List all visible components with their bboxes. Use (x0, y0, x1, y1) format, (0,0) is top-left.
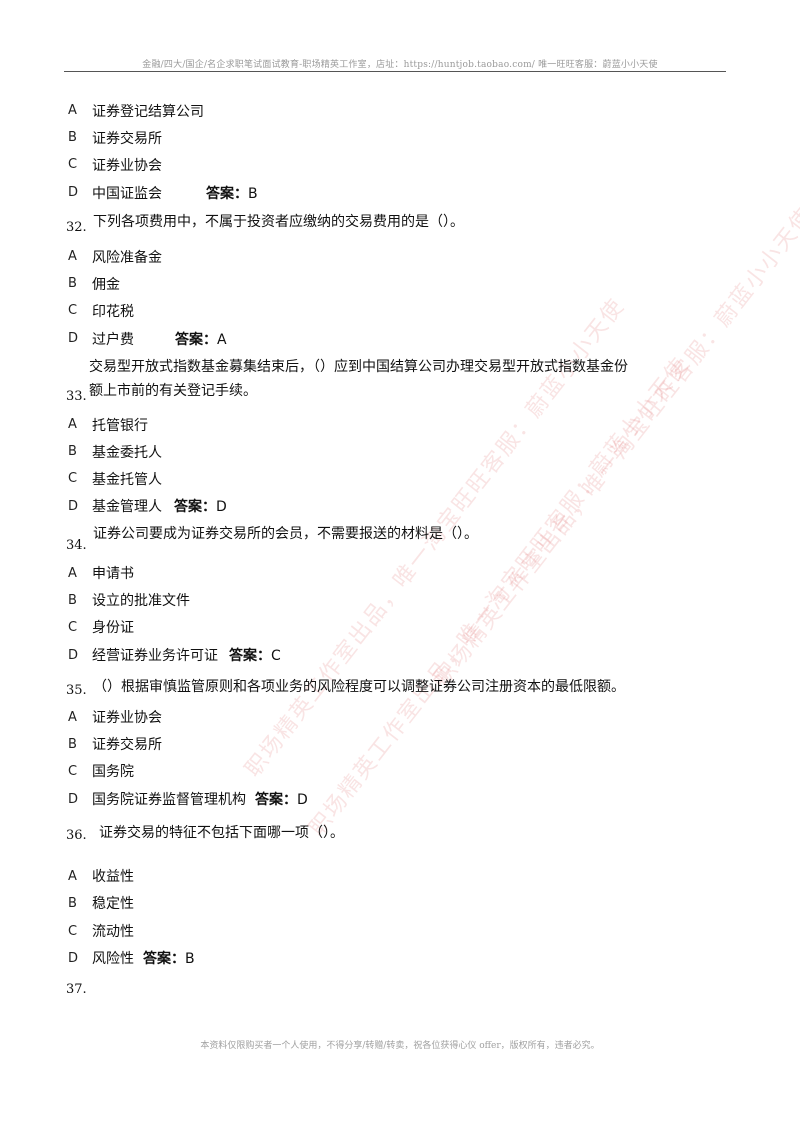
option-letter: C (68, 303, 78, 318)
option-text: 稳定性 (92, 896, 134, 912)
question-number: 35. (66, 683, 87, 698)
option-letter: C (68, 764, 78, 779)
option-text: 基金委托人 (92, 445, 162, 461)
answer-value: D (297, 792, 308, 808)
option-letter: B (68, 444, 77, 459)
option-letter: B (68, 593, 77, 608)
option-text: 证券登记结算公司 (92, 104, 204, 120)
answer: 答案：C (229, 645, 281, 665)
question-number: 33. (66, 389, 87, 404)
option-text: 设立的批准文件 (92, 593, 190, 609)
option-letter: D (68, 185, 79, 200)
answer: 答案：B (143, 948, 195, 968)
answer-value: B (248, 186, 258, 202)
question-text: 证券公司要成为证券交易所的会员，不需要报送的材料是（）。 (93, 526, 478, 542)
answer-label: 答案： (255, 792, 297, 808)
option-letter: D (68, 648, 79, 663)
option-text: 过户费 (92, 332, 134, 348)
option-text: 收益性 (92, 869, 134, 885)
answer-value: A (217, 332, 227, 348)
page-header: 金融/四大/国企/名企求职笔试面试教育-职场精英工作室，店址：https://h… (142, 60, 658, 70)
option-letter: C (68, 471, 78, 486)
option-text: 基金托管人 (92, 472, 162, 488)
page-footer: 本资料仅限购买者一个人使用，不得分享/转赠/转卖，祝各位获得心仪 offer，版… (200, 1041, 600, 1051)
option-letter: B (68, 130, 77, 145)
question-text: 下列各项费用中，不属于投资者应缴纳的交易费用的是（）。 (93, 214, 464, 230)
option-text: 中国证监会 (92, 186, 162, 202)
option-letter: A (68, 869, 77, 884)
answer-label: 答案： (143, 951, 185, 967)
option-text: 风险准备金 (92, 250, 162, 266)
option-letter: A (68, 417, 77, 432)
option-text: 流动性 (92, 924, 134, 940)
option-letter: C (68, 157, 78, 172)
option-text: 风险性 (92, 951, 134, 967)
answer-label: 答案： (174, 499, 216, 515)
question-number: 37. (66, 982, 87, 997)
option-text: 证券交易所 (92, 131, 162, 147)
option-letter: A (68, 103, 77, 118)
watermark-line: 职场精英工作室出品，唯一淘宝旺旺客服：蔚蓝小小天使 (429, 202, 800, 692)
question-text-line2: 额上市前的有关登记手续。 (89, 383, 257, 399)
option-letter: A (68, 710, 77, 725)
question-number: 36. (66, 828, 87, 843)
option-letter: B (68, 896, 77, 911)
answer-value: D (216, 499, 227, 515)
watermark-line: 职场精英工作室出品，唯一淘宝旺旺客服：蔚蓝小小天使 (304, 352, 694, 842)
option-letter: D (68, 331, 79, 346)
option-letter: B (68, 276, 77, 291)
option-text: 佣金 (92, 277, 120, 293)
option-letter: D (68, 792, 79, 807)
option-letter: C (68, 620, 78, 635)
answer-value: C (271, 648, 281, 664)
answer: 答案：D (174, 496, 227, 516)
question-text: （）根据审慎监管原则和各项业务的风险程度可以调整证券公司注册资本的最低限额。 (93, 679, 625, 695)
answer-label: 答案： (206, 186, 248, 202)
option-text: 国务院 (92, 764, 134, 780)
option-text: 基金管理人 (92, 499, 162, 515)
option-letter: D (68, 499, 79, 514)
question-number: 34. (66, 538, 87, 553)
option-letter: C (68, 924, 78, 939)
header-divider (64, 71, 726, 72)
question-text: 证券交易的特征不包括下面哪一项（）。 (99, 825, 344, 841)
option-text: 经营证券业务许可证 (92, 648, 218, 664)
answer-label: 答案： (175, 332, 217, 348)
option-letter: B (68, 737, 77, 752)
answer: 答案：A (175, 329, 227, 349)
option-text: 国务院证券监督管理机构 (92, 792, 246, 808)
answer: 答案：B (206, 183, 258, 203)
option-text: 申请书 (92, 566, 134, 582)
option-text: 证券业协会 (92, 158, 162, 174)
option-letter: A (68, 566, 77, 581)
answer-value: B (185, 951, 195, 967)
option-text: 印花税 (92, 304, 134, 320)
question-text: 交易型开放式指数基金募集结束后，（）应到中国结算公司办理交易型开放式指数基金份 (89, 359, 628, 375)
option-text: 身份证 (92, 620, 134, 636)
option-text: 证券交易所 (92, 737, 162, 753)
option-text: 托管银行 (92, 418, 148, 434)
option-letter: A (68, 249, 77, 264)
question-number: 32. (66, 220, 87, 235)
option-text: 证券业协会 (92, 710, 162, 726)
answer: 答案：D (255, 789, 308, 809)
answer-label: 答案： (229, 648, 271, 664)
option-letter: D (68, 951, 79, 966)
